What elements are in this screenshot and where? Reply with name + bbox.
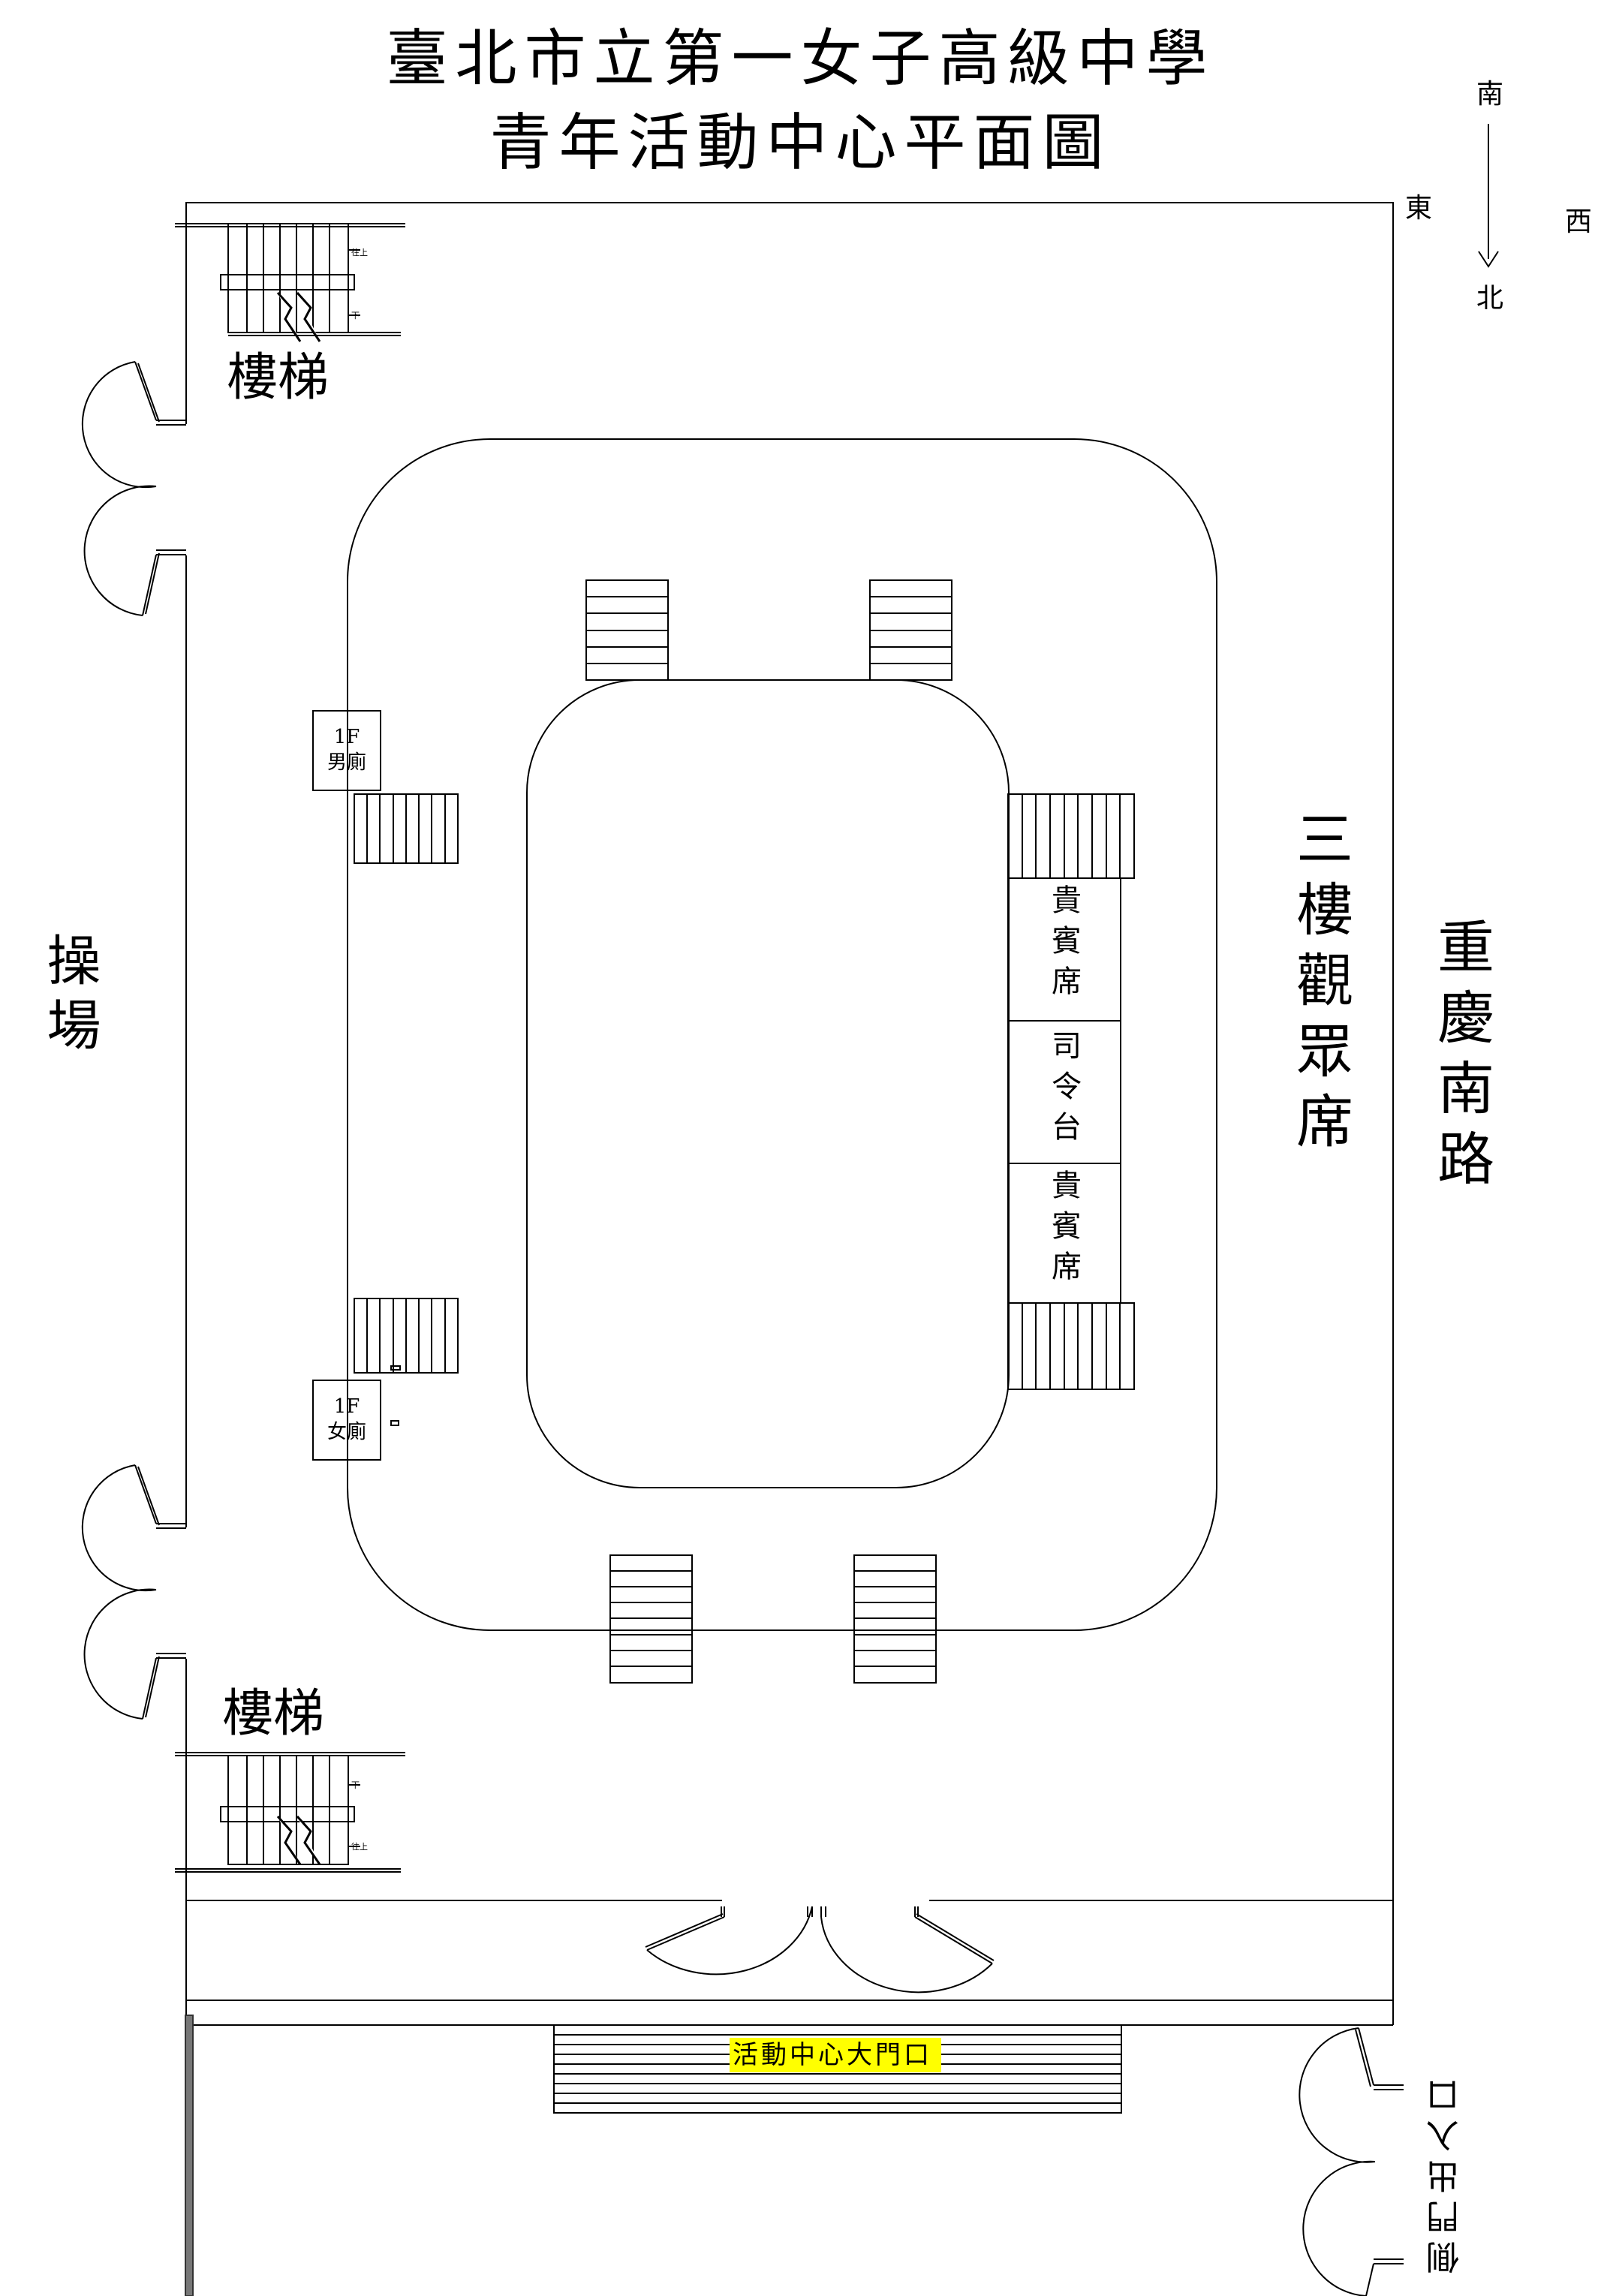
stair-down-mark: 下 (351, 311, 360, 320)
side-entrance-label: 側門出入口 (1427, 2072, 1465, 2274)
vip-seat-top-label: 貴賓席 (1046, 884, 1081, 1006)
outer-post (185, 2015, 194, 2296)
male-restroom-label: 1F 男廁 (313, 711, 381, 790)
compass-south: 南 (1476, 79, 1504, 110)
left-door-lower (81, 1464, 188, 1720)
male-restroom-floor: 1F (333, 726, 360, 749)
female-restroom-label: 1F 女廁 (313, 1380, 381, 1460)
compass-arrow-icon (1478, 124, 1499, 268)
main-entrance-label: 活動中心大門口 (733, 2040, 932, 2070)
compass-east: 東 (1405, 193, 1433, 224)
stair-block-top-left (585, 579, 669, 681)
side-entrance-doors (1299, 2027, 1404, 2296)
staircase-bottom-left (175, 1752, 405, 1873)
stair-block-right-lower (1007, 1302, 1135, 1390)
arena-floor (526, 679, 1010, 1488)
stair-up-mark-2: 往上 (351, 1841, 368, 1852)
stair-block-top-right (869, 579, 952, 681)
upper-seating-outline (347, 438, 1217, 1631)
stairs-top-label: 樓梯 (227, 348, 330, 408)
stair-up-mark: 往上 (351, 247, 368, 257)
main-entrance-doors (645, 1898, 995, 1994)
stair-block-left-upper (354, 793, 459, 864)
left-door-upper (81, 361, 188, 616)
stair-block-right-upper (1007, 793, 1135, 879)
female-restroom-floor: 1F (333, 1395, 360, 1419)
main-entrance-highlight (730, 2038, 941, 2072)
staircase-top-left (175, 223, 405, 342)
third-floor-seats-label: 三樓觀眾席 (1287, 809, 1353, 1162)
command-stage-label: 司令台 (1046, 1030, 1081, 1151)
playground-label: 操場 (38, 932, 101, 1061)
page-title-line2: 青年活動中心平面圖 (489, 107, 1112, 179)
page-title-line1: 臺北市立第一女子高級中學 (386, 23, 1215, 95)
building-outline (185, 202, 1394, 1901)
compass-north: 北 (1476, 283, 1504, 314)
compass-west: 西 (1565, 206, 1593, 237)
stair-down-mark-2: 下 (351, 1780, 360, 1790)
stair-block-left-lower (354, 1298, 459, 1374)
male-restroom-name: 男廁 (327, 751, 366, 774)
female-restroom-name: 女廁 (327, 1421, 366, 1443)
stair-block-bottom-left (609, 1554, 693, 1684)
vip-seat-bottom-label: 貴賓席 (1046, 1169, 1081, 1291)
road-label: 重慶南路 (1428, 917, 1494, 1199)
stairs-bottom-label: 樓梯 (222, 1684, 325, 1744)
male-restroom-box (312, 710, 381, 791)
vip-seat-bottom-box (1007, 1163, 1121, 1304)
female-restroom-box (312, 1380, 381, 1461)
stair-block-bottom-right (853, 1554, 937, 1684)
